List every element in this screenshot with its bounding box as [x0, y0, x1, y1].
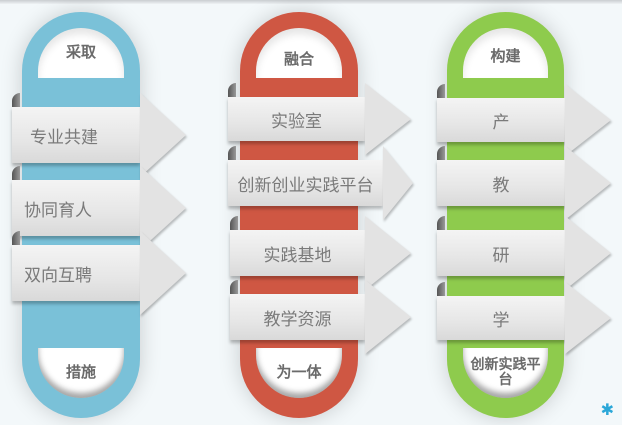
arrow-body: 协同育人	[12, 180, 140, 236]
arrow-label: 研	[492, 245, 510, 266]
arrow-tip	[565, 216, 611, 290]
ribbon-curl	[230, 280, 238, 296]
ribbon-curl	[12, 166, 20, 182]
arrow-body: 教	[437, 160, 565, 206]
arrow-tip	[565, 84, 611, 156]
arrow-label: 创新创业实践平台	[237, 175, 374, 196]
ribbon-curl	[437, 216, 445, 232]
arrow-body: 研	[437, 230, 565, 276]
arrow-label: 专业共建	[30, 127, 98, 148]
arrow-tip	[565, 146, 611, 220]
arrow-tip	[365, 280, 411, 354]
arrow-body: 教学资源	[230, 294, 365, 340]
ribbon-curl	[437, 282, 445, 298]
arrow-tip	[365, 216, 411, 290]
arrow-body: 学	[437, 296, 565, 340]
ribbon-curl	[437, 146, 445, 162]
arrow-tip	[365, 83, 411, 155]
arrow-body: 创新创业实践平台	[228, 160, 383, 206]
arrow-label: 双向互聘	[24, 265, 92, 286]
arrow-body: 产	[437, 98, 565, 142]
arrow-body: 实验室	[228, 97, 365, 141]
ribbon-curl	[12, 93, 20, 109]
arrow-tip	[383, 146, 413, 220]
arrow-tip	[140, 231, 186, 315]
arrow-body: 双向互聘	[12, 245, 140, 301]
arrow-label: 实践基地	[263, 245, 332, 266]
arrow-label: 教学资源	[263, 309, 332, 330]
arrow-body: 专业共建	[12, 107, 140, 163]
arrow-tip	[565, 282, 611, 354]
top-border	[0, 0, 622, 4]
arrow-label: 教	[492, 175, 510, 196]
ribbon-curl	[228, 83, 236, 99]
arrow-label: 实验室	[271, 111, 322, 132]
ribbon-curl	[12, 231, 20, 247]
arrow-tip	[140, 93, 186, 177]
arrow-body: 实践基地	[230, 230, 365, 276]
arrow-label: 学	[492, 310, 510, 331]
asterisk-logo-icon: ✱	[600, 400, 614, 419]
arrow-label: 产	[492, 112, 510, 133]
ribbon-curl	[437, 84, 445, 100]
ribbon-curl	[228, 146, 236, 162]
ribbon-curl	[230, 216, 238, 232]
arrow-label: 协同育人	[24, 200, 92, 221]
